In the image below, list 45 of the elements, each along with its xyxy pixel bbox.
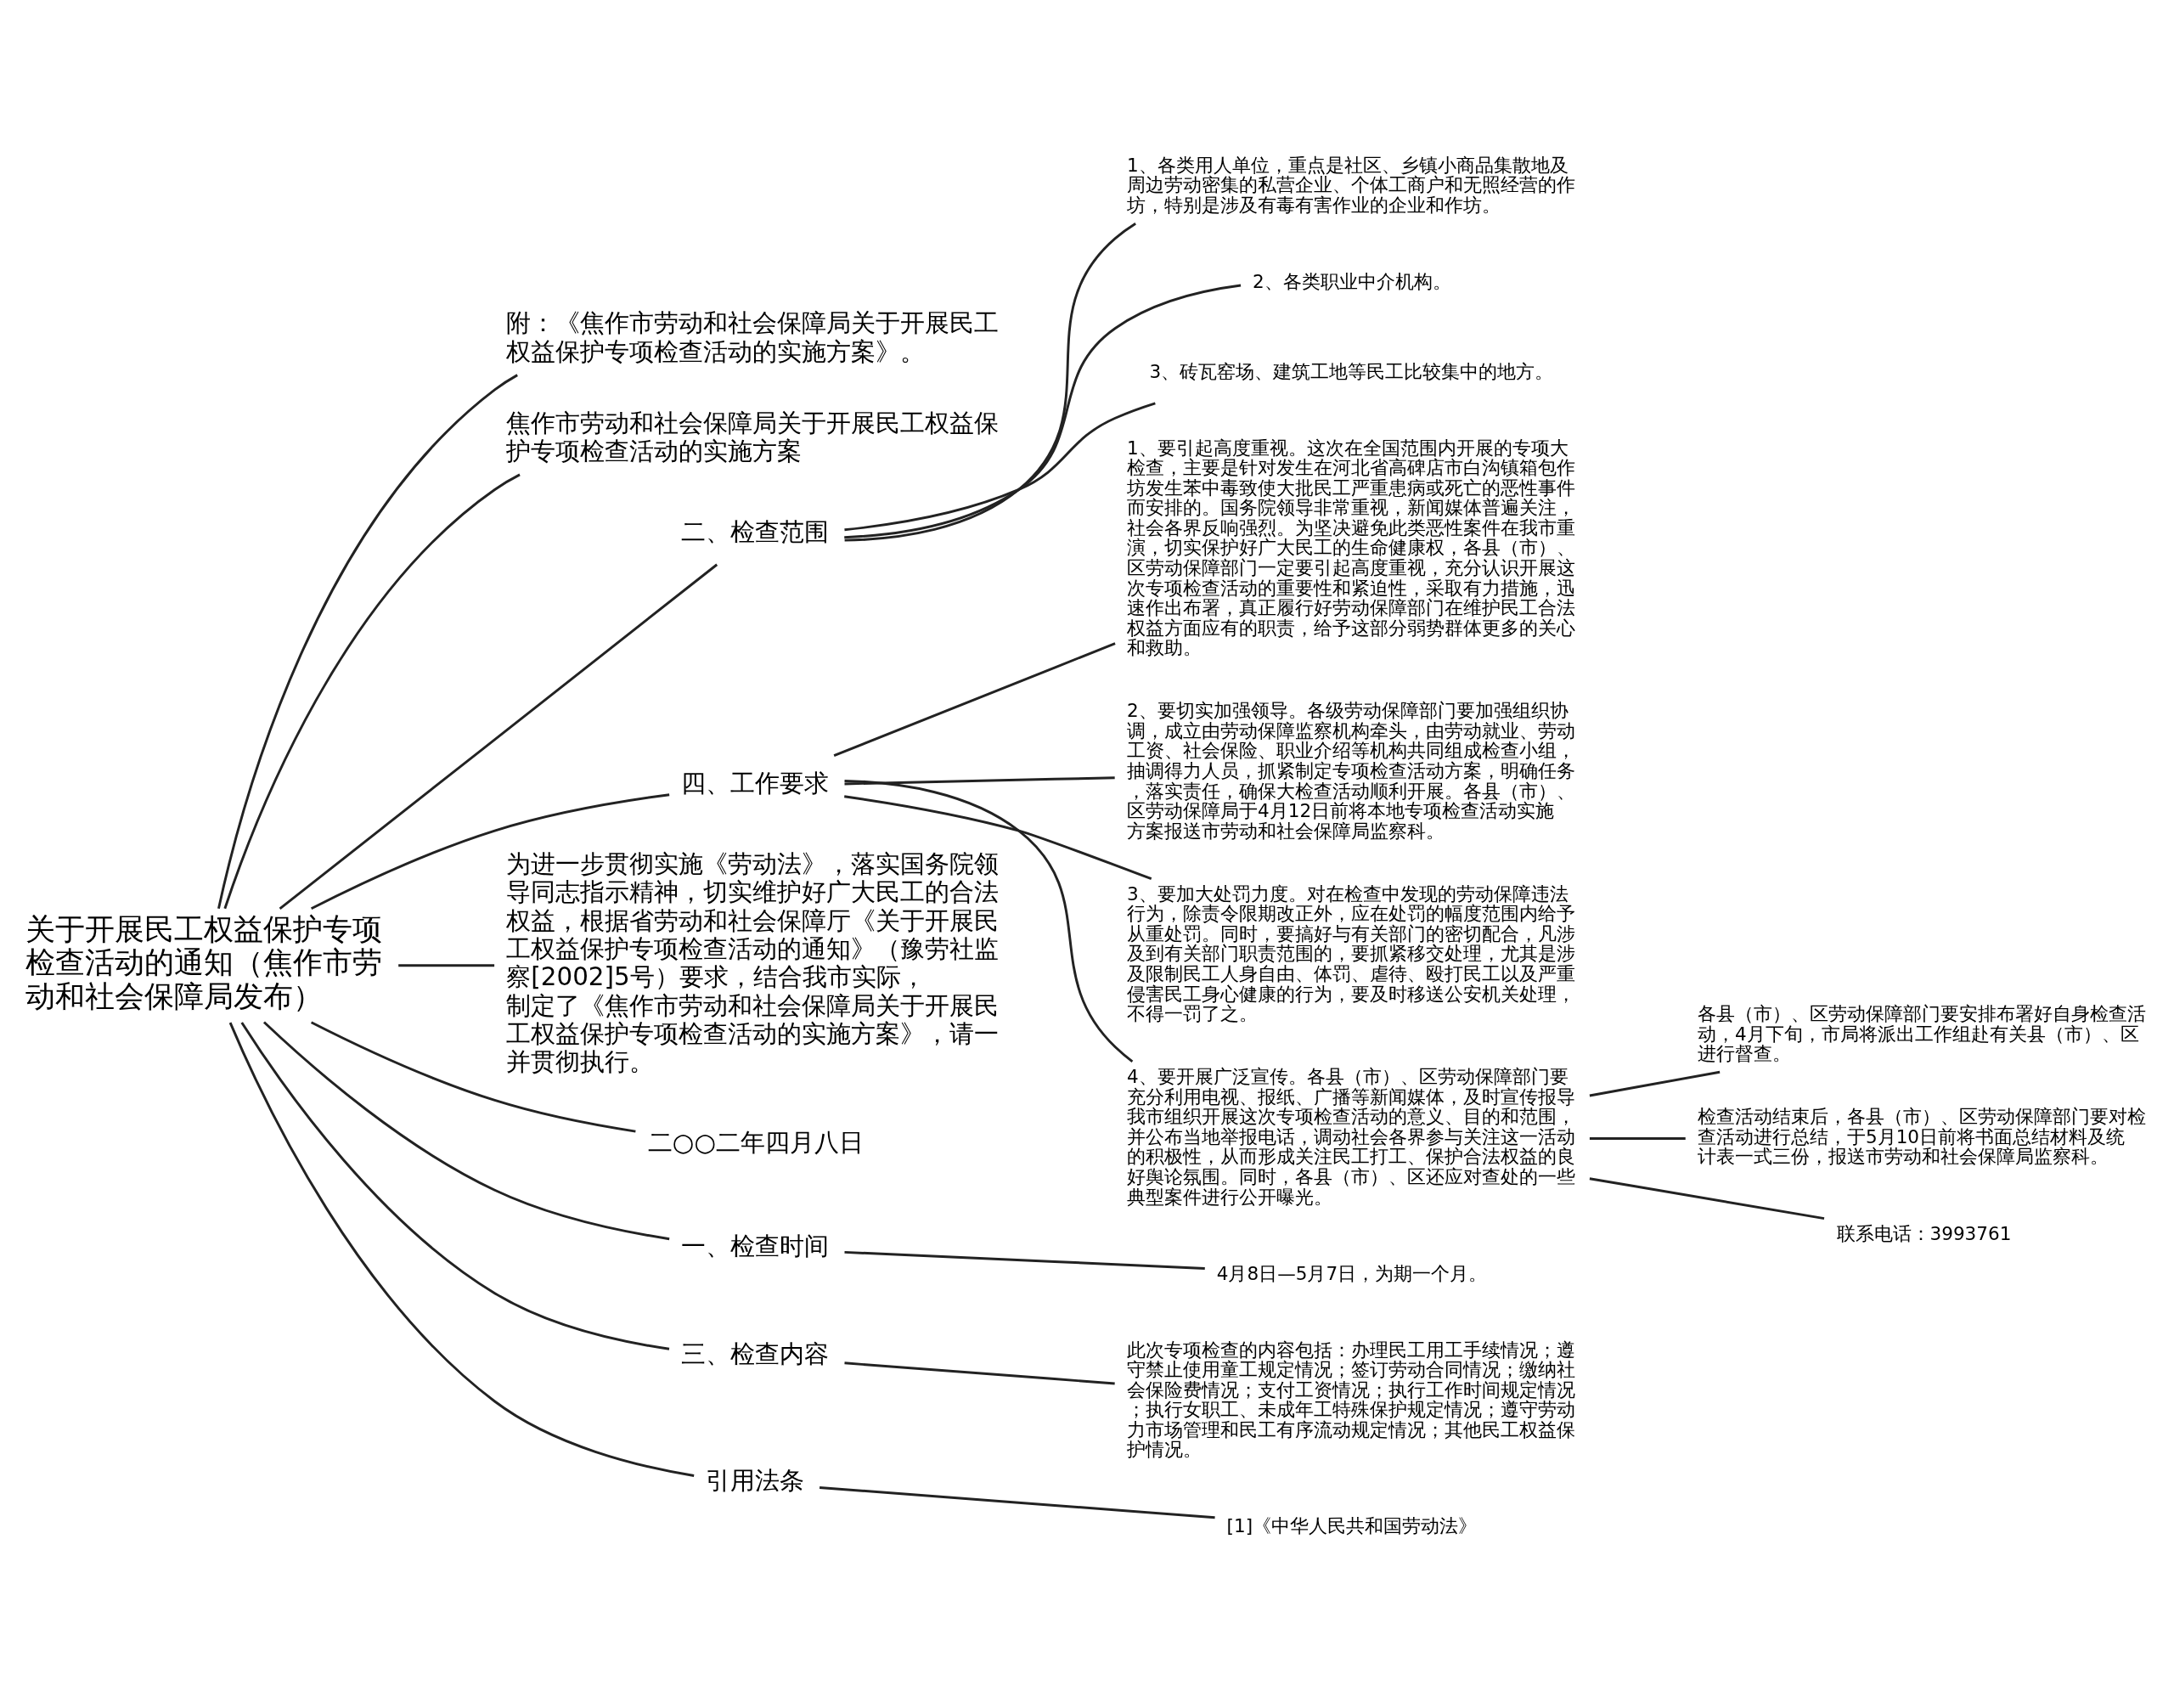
node-text: [1]《中华人民共和国劳动法》 — [1226, 1515, 1478, 1537]
node-text: 4月8日—5月7日，为期一个月。 — [1216, 1262, 1488, 1284]
connector — [310, 1021, 636, 1133]
node-text: 二、检查范围 — [681, 517, 829, 547]
connector — [1589, 1137, 1686, 1140]
node-text: 一、检查时间 — [681, 1231, 829, 1260]
connector — [310, 793, 670, 910]
node-text: 各县（市）、区劳动保障部门要安排布署好自身检查活动，4月下旬，市局将派出工作组赴有关县（市）、区进行督查。 — [1697, 1003, 2146, 1065]
node-text: 焦作市劳动和社会保障局关于开展民工权益保护专项检查活动的实施方案 — [506, 408, 1000, 466]
node-text: 3、砖瓦窑场、建筑工地等民工比较集中的地方。 — [1149, 360, 1554, 382]
connector — [279, 563, 718, 910]
connector — [844, 1361, 1115, 1385]
connector — [228, 1022, 695, 1477]
node-text: 2、各类职业中介机构。 — [1252, 271, 1451, 293]
connector — [819, 1486, 1215, 1519]
connector — [398, 964, 495, 967]
connector — [833, 642, 1116, 758]
connector — [844, 795, 1152, 881]
connector — [844, 223, 1136, 542]
node-text: 四、工作要求 — [681, 769, 829, 798]
connector — [844, 776, 1115, 786]
node-text: 3、要加大处罚力度。对在检查中发现的劳动保障违法行为，除责令限期改正外，应在处罚的幅度范围内给予从重处罚。同时，要搞好与有关部门的密切配合，凡涉及到有关部门职责范围的，要抓紧移交处理，尤其是涉及限制民工人身自由、体罚、虐待、殴打民工以及严重侵害民工身心健康的行为，要及时移送公安机关处理，不得一罚了之。 — [1127, 882, 1576, 1025]
node-text: 1、要引起高度重视。这次在全国范围内开展的专项大检查，主要是针对发生在河北省高碑店市白沟镇箱包作坊发生苯中毒致使大批民工严重患病或死亡的恶性事件而安排的。国务院领导非常重视，新闻媒体普遍关注，社会各界反响强烈。为坚决避免此类恶性案件在我市重演，切实保护好广大民工的生命健康权，各县（市）、区劳动保障部门一定要引起高度重视，充分认识开展这次专项检查活动的重要性和紧迫性，采取有力措施，迅速作出布署，真正履行好劳动保障部门在维护民工合法权益方面应有的职责，给予这部分弱势群体更多的关心和救助。 — [1127, 437, 1576, 659]
node-text: 检查活动结束后，各县（市）、区劳动保障部门要对检查活动进行总结，于5月10日前将书面总结材料及统计表一式三份，报送市劳动和社会保障局监察科。 — [1697, 1106, 2146, 1168]
connector — [217, 374, 518, 910]
connector — [844, 1250, 1205, 1270]
connector — [844, 284, 1242, 539]
node-text: 4、要开展广泛宣传。各县（市）、区劳动保障部门要充分利用电视、报纸、广播等新闻媒体，及时宣传报导我市组织开展这次专项检查活动的意义、目的和范围，并公布当地举报电话，调动社会各界参与关注这一活动的积极性，从而形成关注民工打工、保护合法权益的良好舆论氛围。同时，各县（市）、区还应对查处的一些典型案件进行公开曝光。 — [1127, 1066, 1576, 1208]
connector — [1589, 1070, 1721, 1097]
node-text: 为进一步贯彻实施《劳动法》，落实国务院领导同志指示精神，切实维护好广大民工的合法权益，根据省劳动和社会保障厅《关于开展民工权益保护专项检查活动的通知》（豫劳社监察[2002]5号）要求，结合我市实际，制定了《焦作市劳动和社会保障局关于开展民工权益保护专项检查活动的实施方案》，请一并贯彻执行。 — [506, 849, 1000, 1077]
connector — [1589, 1177, 1825, 1220]
node-text: 联系电话：3993761 — [1836, 1222, 2012, 1244]
node-text: 此次专项检查的内容包括：办理民工用工手续情况；遵守禁止使用童工规定情况；签订劳动合同情况；缴纳社会保险费情况；支付工资情况；执行工作时间规定情况；执行女职工、未成年工特殊保护规定情况；遵守劳动力市场管理和民工有序流动规定情况；其他民工权益保护情况。 — [1127, 1339, 1576, 1461]
node-text: 三、检查内容 — [681, 1339, 829, 1368]
connector — [240, 1022, 670, 1350]
connector — [844, 402, 1156, 532]
node-text: 二○○二年四月八日 — [647, 1128, 865, 1158]
node-text: 关于开展民工权益保护专项检查活动的通知（焦作市劳动和社会保障局发布） — [25, 911, 383, 1013]
connector — [262, 1021, 670, 1241]
connector — [844, 779, 1134, 1063]
node-text: 引用法条 — [706, 1465, 805, 1495]
connector — [223, 473, 521, 910]
node-text: 1、各类用人单位，重点是社区、乡镇小商品集散地及周边劳动密集的私营企业、个体工商户和无照经营的作坊，特别是涉及有毒有害作业的企业和作坊。 — [1127, 154, 1576, 216]
node-text: 2、要切实加强领导。各级劳动保障部门要加强组织协调，成立由劳动保障监察机构牵头，由劳动就业、劳动工资、社会保险、职业介绍等机构共同组成检查小组，抽调得力人员，抓紧制定专项检查活动方案，明确任务，落实责任，确保大检查活动顺利开展。各县（市）、区劳动保障局于4月12日前将本地专项检查活动实施方案报送市劳动和社会保障局监察科。 — [1127, 700, 1576, 842]
node-text: 附：《焦作市劳动和社会保障局关于开展民工权益保护专项检查活动的实施方案》。 — [506, 308, 1000, 366]
